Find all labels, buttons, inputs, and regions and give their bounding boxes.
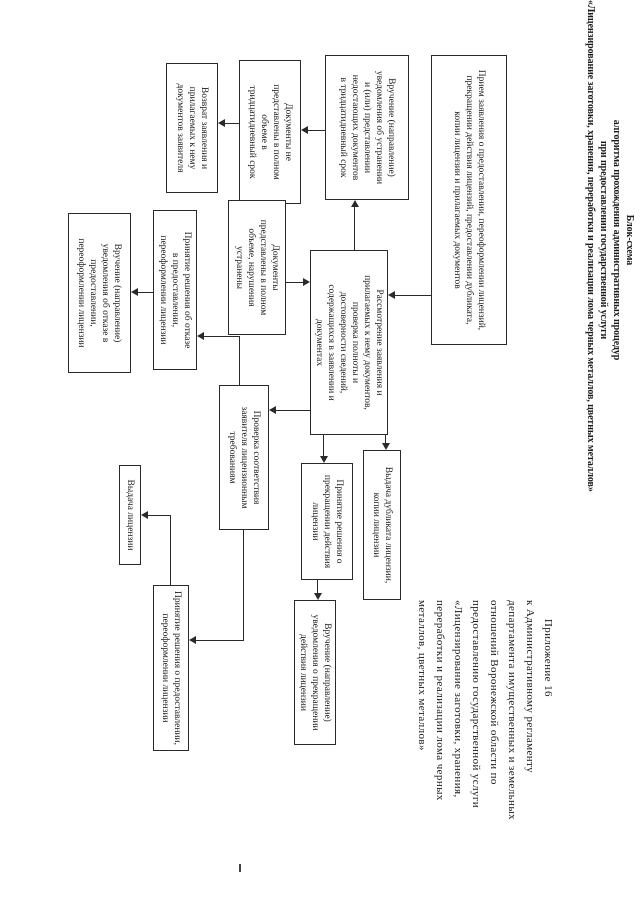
connector-check-compliance-decision-refuse-h bbox=[239, 336, 240, 385]
flowchart-box-receive: Прием заявления о предоставлении, переоф… bbox=[431, 55, 507, 345]
title-line-2: алгоритма прохождения административных п… bbox=[611, 119, 622, 361]
title-line-1: Блок-схема bbox=[624, 214, 635, 266]
connector-review-notice-fix bbox=[354, 206, 355, 250]
arrowhead-review-check-compliance bbox=[269, 406, 276, 414]
arrowhead-decision-terminate-notice-terminate bbox=[314, 593, 322, 600]
arrowhead-review-duplicate bbox=[382, 443, 390, 450]
arrowhead-notice-fix-not-submitted bbox=[301, 126, 308, 134]
connector-review-decision-terminate bbox=[323, 435, 324, 457]
connector-decision-refuse-notice-refuse bbox=[137, 292, 153, 293]
arrowhead-submitted-ok-review bbox=[303, 278, 310, 286]
arrowhead-check-compliance-decision-grant bbox=[189, 636, 196, 644]
flowchart-box-review: Рассмотрение заявления и прилагаемых к н… bbox=[310, 250, 388, 435]
connector-check-compliance-decision-refuse-v bbox=[203, 336, 240, 337]
connector-check-compliance-decision-grant-h bbox=[243, 530, 244, 640]
title-line-4: «Лицензирование заготовки, хранения, пер… bbox=[585, 0, 596, 492]
connector-review-check-compliance bbox=[275, 410, 310, 411]
connector-not-submitted-returned bbox=[224, 123, 239, 124]
arrowhead-not-submitted-returned bbox=[218, 119, 225, 127]
connector-submitted-ok-review bbox=[286, 282, 304, 283]
scan-artifact-dash bbox=[239, 864, 241, 872]
arrowhead-review-decision-terminate bbox=[320, 456, 328, 463]
connector-decision-terminate-notice-terminate bbox=[317, 580, 318, 594]
flowchart-box-duplicate: Выдача дубликата лицензии, копии лицензи… bbox=[363, 450, 401, 600]
connector-decision-grant-issue-license-v bbox=[147, 515, 171, 516]
flowchart-box-submitted-ok: Документы представлены в полном объеме, … bbox=[228, 200, 286, 335]
flowchart-box-decision-refuse: Принятие решения об отказе в предоставле… bbox=[153, 210, 197, 370]
connector-decision-grant-issue-license-h bbox=[170, 515, 171, 585]
flowchart-box-decision-terminate: Принятие решения о прекращении действия … bbox=[301, 463, 353, 580]
page-title: Блок-схема алгоритма прохождения админис… bbox=[584, 0, 636, 492]
arrowhead-decision-grant-issue-license bbox=[141, 511, 148, 519]
connector-check-compliance-decision-grant-v bbox=[195, 640, 244, 641]
connector-notice-fix-not-submitted bbox=[306, 130, 325, 131]
flowchart-box-notice-terminate: Вручение (направление) уведомления о пре… bbox=[294, 600, 336, 745]
flowchart-box-returned: Возврат заявления и прилагаемых к нему д… bbox=[166, 63, 218, 193]
flowchart-box-check-compliance: Проверка соответствия заявителя лицензио… bbox=[219, 385, 269, 530]
title-line-3: при предоставлении государственной услуг… bbox=[598, 140, 609, 340]
arrowhead-receive-review bbox=[388, 291, 395, 299]
arrowhead-check-compliance-decision-refuse bbox=[197, 332, 204, 340]
flowchart-box-notice-refuse: Вручение (направление) уведомления об от… bbox=[68, 213, 131, 373]
arrowhead-decision-refuse-notice-refuse bbox=[131, 288, 138, 296]
arrowhead-review-notice-fix bbox=[351, 200, 359, 207]
flowchart-box-issue-license: Выдача лицензии bbox=[119, 465, 141, 565]
annex-note: Приложение 16 к Административному реглам… bbox=[416, 600, 554, 821]
connector-receive-review bbox=[393, 295, 431, 296]
flowchart-box-notice-fix: Вручение (направление) уведомления об ус… bbox=[325, 55, 409, 200]
flowchart-box-decision-grant: Принятие решения о предоставлении, перео… bbox=[153, 585, 189, 751]
flowchart-box-not-submitted: Документы не представлены в полном объем… bbox=[239, 60, 301, 204]
